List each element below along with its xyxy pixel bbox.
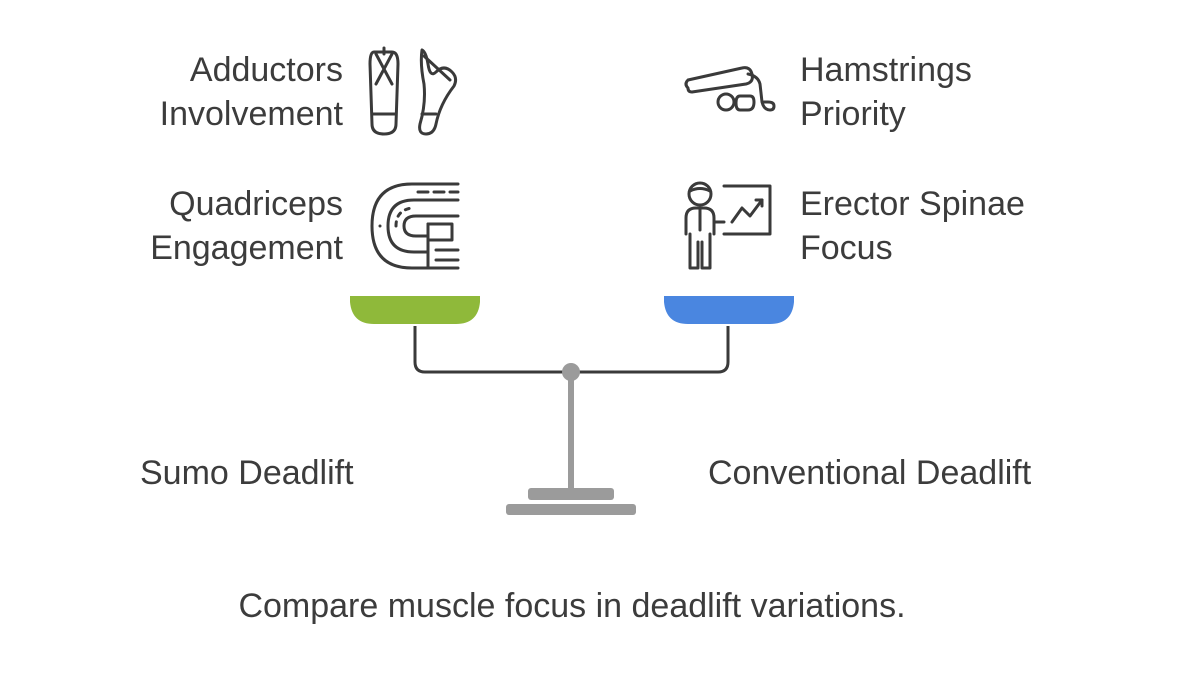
factor-erector-spinae: Erector Spinae Focus <box>800 185 1025 267</box>
variant-conventional-deadlift: Conventional Deadlift <box>708 454 1032 492</box>
factor-adductors: Adductors Involvement <box>159 51 343 133</box>
scale-base-bottom <box>506 504 636 515</box>
right-pan <box>664 296 794 324</box>
left-pan <box>350 296 480 324</box>
presenter-chart-icon <box>684 181 772 270</box>
diagram-caption: Compare muscle focus in deadlift variati… <box>238 587 906 625</box>
leg-press-icon <box>684 66 776 112</box>
race-track-icon <box>370 182 460 270</box>
scale-base-top <box>528 488 614 500</box>
scale-post <box>568 378 574 490</box>
factor-quadriceps: Quadriceps Engagement <box>150 185 343 267</box>
variant-sumo-deadlift: Sumo Deadlift <box>140 454 354 492</box>
factor-hamstrings: Hamstrings Priority <box>800 51 972 133</box>
scale-pivot <box>562 363 580 381</box>
ballet-shoes-icon <box>368 46 458 136</box>
